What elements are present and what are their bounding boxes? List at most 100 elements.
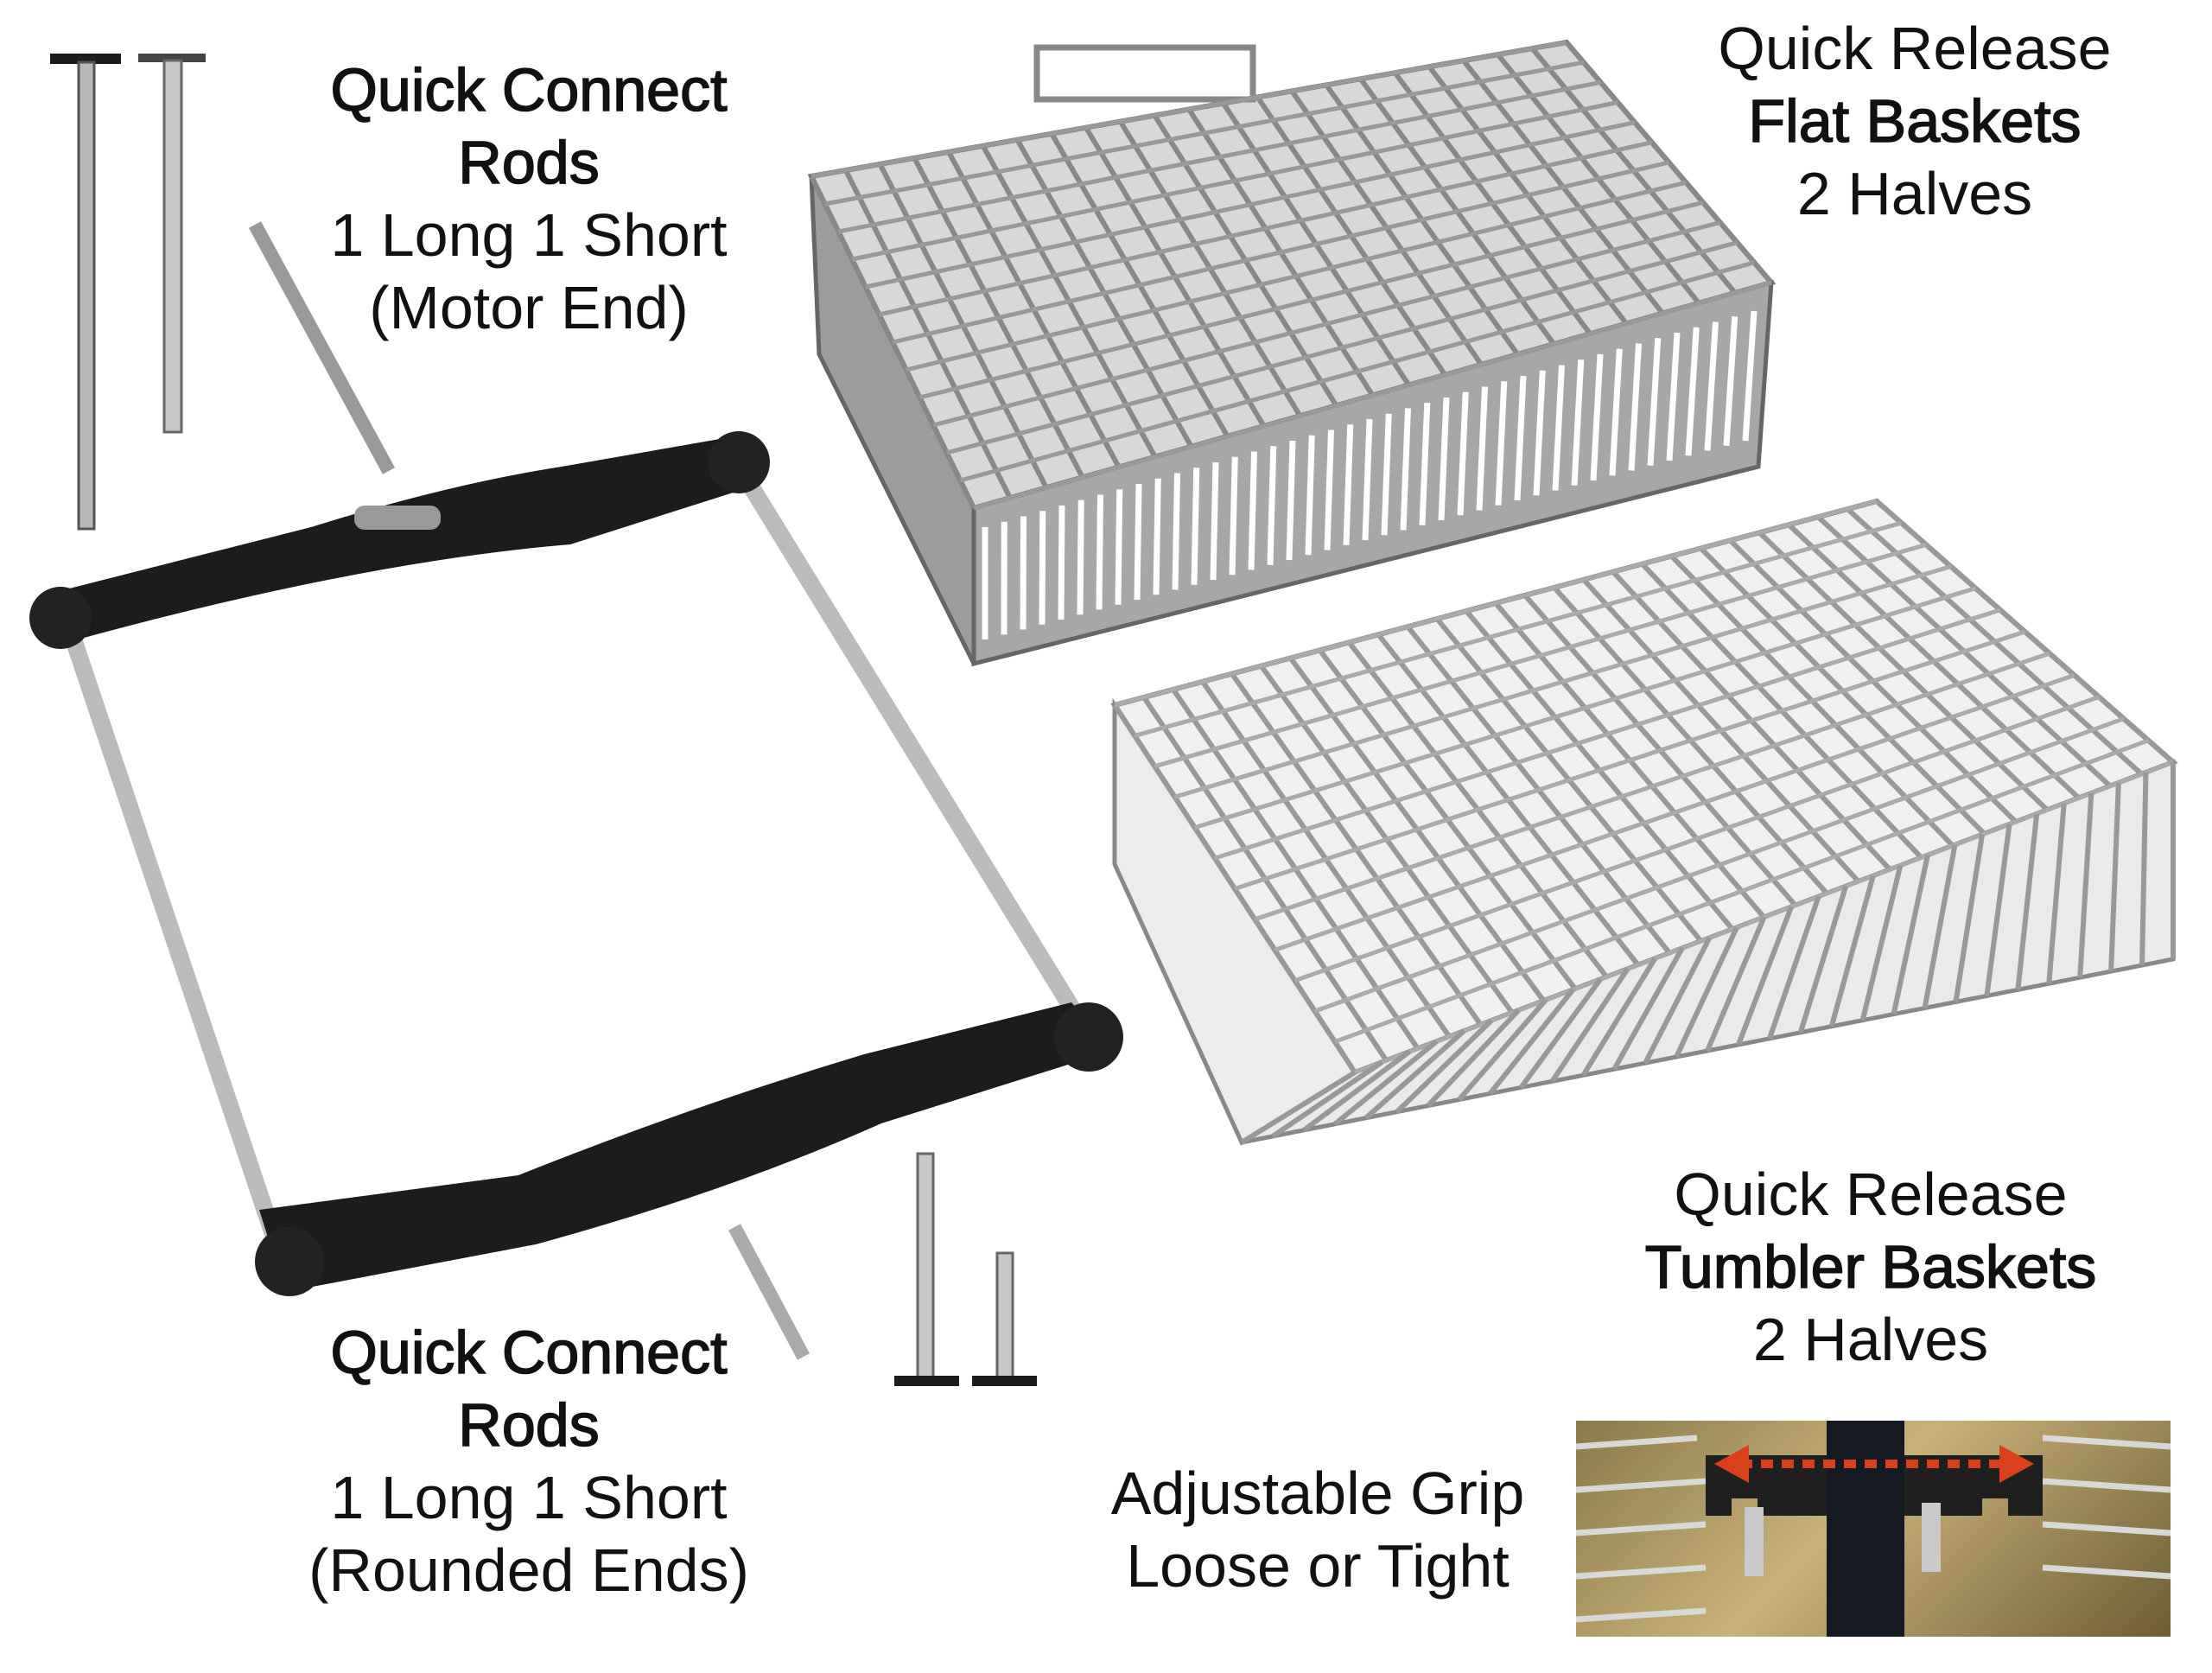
wire xyxy=(1438,397,1450,521)
motor-end-rods-label: Quick Connect Rods 1 Long 1 Short (Motor… xyxy=(330,54,728,344)
label-line: 2 Halves xyxy=(1796,160,2033,227)
wire xyxy=(1549,967,1630,1084)
wire xyxy=(1552,365,1565,491)
wire xyxy=(2077,792,2094,978)
label-line: (Motor End) xyxy=(369,274,689,341)
wire xyxy=(1891,855,1930,1015)
wire xyxy=(837,80,1601,234)
arrow-right-icon xyxy=(1999,1445,2034,1483)
wire xyxy=(1628,343,1642,471)
wire xyxy=(1400,408,1411,531)
label-line: Loose or Tight xyxy=(1126,1532,1510,1600)
wire xyxy=(1518,977,1603,1090)
wire xyxy=(1419,403,1431,525)
label-title: Quick Connect xyxy=(330,1318,728,1387)
wire xyxy=(906,180,1687,372)
wire xyxy=(1362,418,1373,541)
label-line: 1 Long 1 Short xyxy=(330,1464,728,1531)
wire xyxy=(973,280,1772,511)
wire xyxy=(1173,564,1952,799)
wire xyxy=(1590,353,1604,481)
wire xyxy=(1828,875,1876,1027)
wire xyxy=(1229,456,1238,576)
wire xyxy=(1381,413,1392,536)
wire xyxy=(1363,1028,1466,1120)
wire xyxy=(1666,332,1681,461)
rotisserie-frame xyxy=(29,221,1123,1360)
wire xyxy=(1240,1070,1357,1145)
wire xyxy=(946,240,1738,455)
wire xyxy=(1611,946,1685,1071)
wire xyxy=(959,260,1755,483)
wire xyxy=(1643,937,1713,1065)
wire xyxy=(851,100,1618,262)
flat-baskets-label: Quick Release Flat Baskets 2 Halves xyxy=(1718,12,2111,230)
wire xyxy=(1096,494,1103,610)
adjustable-grip-inset-photo xyxy=(1576,1421,2171,1637)
wire xyxy=(1797,885,1849,1034)
wire xyxy=(1457,998,1548,1102)
wire xyxy=(1058,505,1065,620)
wire xyxy=(1305,435,1315,556)
wire xyxy=(1115,489,1123,605)
wire xyxy=(1343,424,1354,545)
wire xyxy=(1191,468,1200,585)
wire xyxy=(878,140,1653,317)
wire xyxy=(1154,542,1927,769)
label-title: Rods xyxy=(457,1390,600,1460)
wire xyxy=(1580,957,1657,1077)
label-line: 2 Halves xyxy=(1752,1306,1989,1373)
wire xyxy=(1685,327,1700,456)
wire xyxy=(1153,478,1161,595)
motor-end-rods xyxy=(50,54,206,531)
wire xyxy=(1674,926,1739,1059)
wire xyxy=(1984,824,2012,996)
wire xyxy=(1647,338,1662,466)
rounded-end-rods xyxy=(894,1152,1037,1386)
wire xyxy=(1705,916,1767,1053)
adjustable-grip-label: Adjustable Grip Loose or Tight xyxy=(1111,1457,1525,1602)
wire xyxy=(1134,520,1903,738)
wire xyxy=(932,220,1721,428)
wire xyxy=(1859,864,1904,1021)
label-line: Adjustable Grip xyxy=(1110,1460,1525,1527)
label-line: Quick Release xyxy=(1718,15,2112,82)
wire xyxy=(1134,483,1142,601)
wire xyxy=(1514,375,1527,501)
label-line: Quick Release xyxy=(1674,1161,2068,1228)
arrow-left-icon xyxy=(1714,1445,1749,1483)
wire xyxy=(1476,386,1488,511)
wire xyxy=(1172,473,1180,590)
wire xyxy=(1267,446,1277,565)
label-line: (Rounded Ends) xyxy=(308,1536,749,1604)
flat-basket xyxy=(807,39,1777,667)
label-title: Rods xyxy=(457,128,600,197)
wire xyxy=(1767,895,1821,1040)
wire xyxy=(2046,803,2067,984)
wire xyxy=(1742,310,1758,442)
wire xyxy=(1495,381,1508,506)
grip-closeup xyxy=(1576,1421,2171,1637)
wire xyxy=(1114,499,1878,708)
wire xyxy=(918,200,1704,400)
rounded-end-rods-label: Quick Connect Rods 1 Long 1 Short (Round… xyxy=(308,1316,749,1606)
wire xyxy=(1020,516,1027,630)
wire xyxy=(1234,629,2026,891)
tumbler-basket xyxy=(1110,498,2178,1146)
label-line: 1 Long 1 Short xyxy=(330,201,728,269)
label-title: Quick Connect xyxy=(330,55,728,124)
wire xyxy=(1294,695,2101,983)
wire xyxy=(2139,772,2149,966)
wire xyxy=(1302,1049,1411,1133)
wire xyxy=(810,40,1567,179)
wire xyxy=(865,120,1636,289)
label-title: Tumbler Baskets xyxy=(1644,1232,2097,1301)
wire xyxy=(1271,1059,1384,1139)
wire xyxy=(1210,461,1219,581)
wire xyxy=(1704,321,1719,451)
wire xyxy=(1274,672,2075,952)
wire xyxy=(1395,1019,1493,1114)
wire xyxy=(1214,607,2001,861)
